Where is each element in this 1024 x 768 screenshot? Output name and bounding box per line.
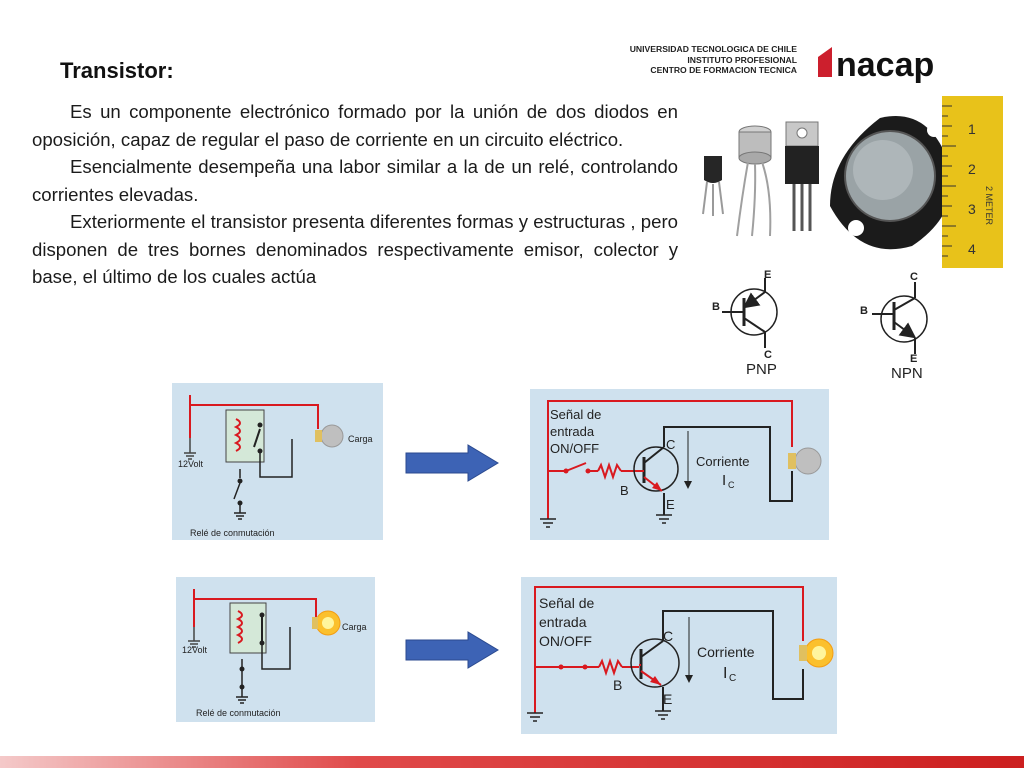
npn-base-label: B: [860, 305, 868, 317]
collector-label: C: [666, 437, 675, 452]
signal-label-line: Señal de: [550, 407, 601, 422]
footer-bar: [0, 756, 1024, 768]
right-arrow-icon: [404, 443, 500, 483]
paragraph: Esencialmente desempeña una labor simila…: [32, 156, 678, 205]
to220-transistor-icon: [785, 121, 819, 231]
institution-line: UNIVERSIDAD TECNOLOGICA DE CHILE: [629, 44, 797, 54]
logo-text: nacap: [836, 46, 934, 83]
signal-label-line: entrada: [539, 614, 587, 630]
transistor-symbols: E B C PNP C B E NPN: [704, 264, 944, 384]
npn-emitter-label: E: [910, 353, 917, 365]
institution-line: CENTRO DE FORMACION TECNICA: [650, 65, 797, 75]
relay-caption: Relé de conmutación: [190, 528, 275, 538]
npn-collector-label: C: [910, 271, 918, 283]
current-label: Corriente: [697, 644, 755, 660]
to3-transistor-icon: [830, 116, 952, 250]
load-label: Carga: [342, 622, 367, 632]
lamp-off-icon: [794, 447, 822, 475]
relay-circuit-off: 12Volt Carga Relé de conmutación: [172, 383, 383, 540]
lamp-off-icon: [320, 424, 344, 448]
transistor-photo: 1 2 3 4 2 METER: [690, 96, 1003, 268]
current-label: Corriente: [696, 454, 749, 469]
signal-label-line: entrada: [550, 424, 595, 439]
current-symbol: I: [722, 472, 726, 489]
current-symbol: I: [723, 665, 727, 682]
pnp-label: PNP: [746, 361, 777, 378]
ruler-number: 3: [968, 201, 976, 217]
npn-label: NPN: [891, 365, 923, 382]
logo-notch-icon: [818, 47, 832, 57]
current-subscript: C: [728, 480, 735, 490]
signal-label-line: Señal de: [539, 595, 594, 611]
voltage-label: 12Volt: [178, 459, 204, 469]
right-arrow-icon: [404, 630, 500, 670]
ruler-label: 2 METER: [984, 186, 994, 226]
to92-transistor-icon: [702, 156, 724, 216]
to39-transistor-icon: [736, 125, 772, 237]
body-text: Es un componente electrónico formado por…: [32, 98, 678, 291]
transistor-circuit-off: Señal de entrada ON/OFF C B E Corriente …: [530, 389, 829, 540]
ruler-number: 1: [968, 121, 976, 137]
collector-label: C: [663, 628, 673, 644]
ruler-number: 2: [968, 161, 976, 177]
relay-caption: Relé de conmutación: [196, 708, 281, 718]
npn-symbol-icon: C B E NPN: [860, 271, 928, 382]
paragraph: Exteriormente el transistor presenta dif…: [32, 211, 678, 287]
emitter-label: E: [663, 691, 672, 707]
transistor-circuit-on: Señal de entrada ON/OFF C B E Corriente …: [521, 577, 837, 734]
current-subscript: C: [729, 673, 736, 684]
institution-line: INSTITUTO PROFESIONAL: [687, 54, 797, 65]
signal-label-line: ON/OFF: [550, 441, 599, 456]
paragraph: Es un componente electrónico formado por…: [32, 101, 678, 150]
load-label: Carga: [348, 434, 373, 444]
relay-circuit-on: 12Volt Carga Relé de conmutación: [176, 577, 375, 722]
pnp-collector-label: C: [764, 349, 772, 361]
pnp-emitter-label: E: [764, 269, 771, 281]
voltage-label: 12Volt: [182, 645, 208, 655]
inacap-logo: nacap: [816, 43, 966, 83]
ruler-number: 4: [968, 241, 976, 257]
slide-title: Transistor:: [60, 58, 174, 83]
signal-label-line: ON/OFF: [539, 633, 592, 649]
base-label: B: [620, 483, 629, 498]
emitter-label: E: [666, 497, 675, 512]
base-label: B: [613, 677, 622, 693]
pnp-base-label: B: [712, 301, 720, 313]
pnp-symbol-icon: E B C PNP: [712, 269, 778, 378]
ruler-icon: 1 2 3 4 2 METER: [942, 96, 1003, 268]
institution-name: UNIVERSIDAD TECNOLOGICA DE CHILE INSTITU…: [612, 44, 797, 76]
